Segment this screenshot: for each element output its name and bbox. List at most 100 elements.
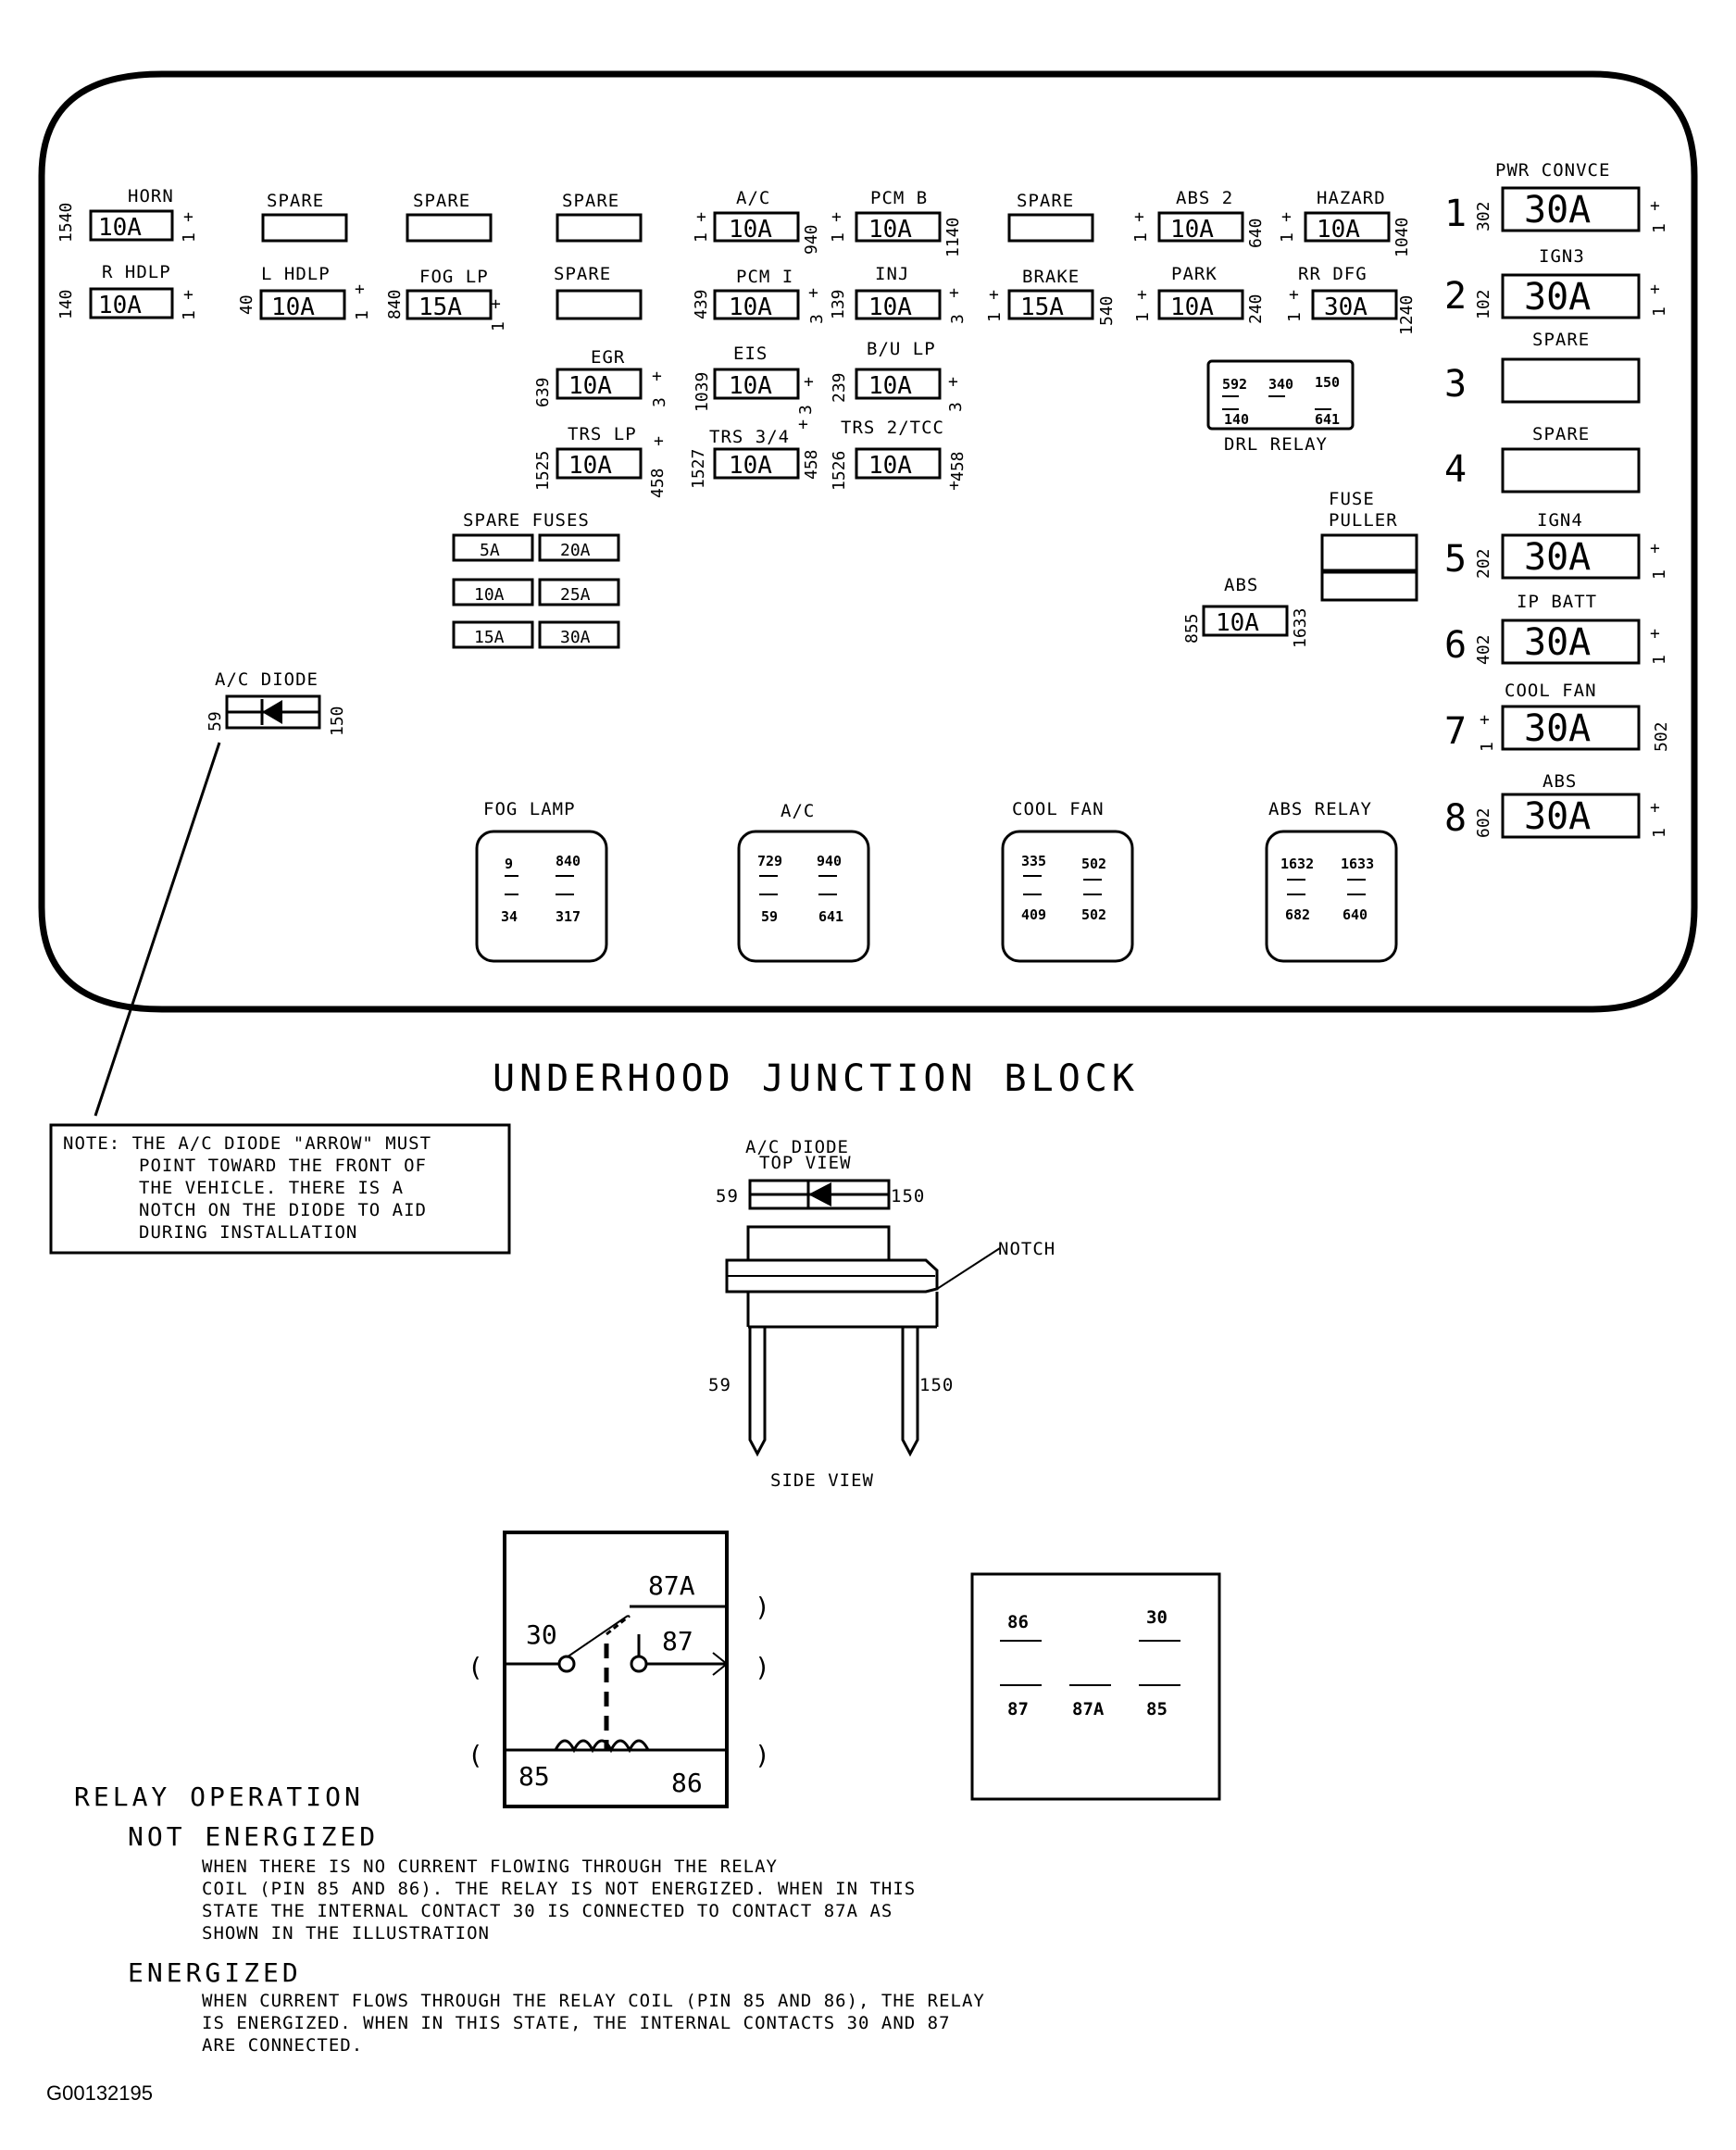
- svg-text:4: 4: [1444, 448, 1467, 491]
- svg-text:+: +: [1650, 539, 1660, 558]
- block-title: UNDERHOOD JUNCTION BLOCK: [493, 1057, 1139, 1100]
- svg-text:140: 140: [56, 289, 76, 319]
- svg-text:30A: 30A: [1524, 276, 1591, 319]
- svg-text:15A: 15A: [418, 294, 462, 321]
- fuse-ac: A/C 10A + 1 940: [692, 188, 821, 255]
- svg-text:TRS 2/TCC: TRS 2/TCC: [841, 418, 944, 438]
- svg-text:1140: 1140: [943, 218, 963, 257]
- fuse-puller: FUSE PULLER: [1320, 489, 1418, 602]
- svg-text:+: +: [1480, 710, 1490, 730]
- svg-text:10A: 10A: [868, 216, 912, 244]
- svg-text:85: 85: [518, 1761, 550, 1792]
- svg-text:COIL (PIN 85 AND 86). THE RELA: COIL (PIN 85 AND 86). THE RELAY IS NOT E…: [202, 1879, 916, 1899]
- svg-text:409: 409: [1021, 906, 1046, 923]
- svg-text:1: 1: [489, 321, 508, 331]
- svg-text:INJ: INJ: [875, 264, 909, 284]
- svg-text:EIS: EIS: [733, 344, 768, 364]
- svg-text:10A: 10A: [98, 292, 142, 319]
- svg-text:30: 30: [1146, 1607, 1168, 1628]
- svg-text:15A: 15A: [474, 628, 505, 647]
- svg-text:L HDLP: L HDLP: [261, 264, 331, 284]
- svg-text:1: 1: [692, 232, 711, 243]
- svg-text:POINT TOWARD THE FRONT OF: POINT TOWARD THE FRONT OF: [139, 1156, 427, 1176]
- svg-text:30A: 30A: [1524, 621, 1591, 664]
- svg-text:7: 7: [1444, 710, 1467, 753]
- svg-text:10A: 10A: [568, 372, 612, 400]
- svg-text:SPARE: SPARE: [562, 191, 619, 211]
- svg-text:940: 940: [817, 853, 842, 869]
- svg-text:ABS 2: ABS 2: [1176, 188, 1233, 208]
- svg-text:+: +: [989, 285, 999, 305]
- svg-text:59: 59: [206, 711, 225, 731]
- fuse-spare-2: SPARE: [406, 191, 493, 243]
- svg-text:639: 639: [533, 377, 553, 407]
- fuse-horn: HORN 10A 1540 + 1: [56, 186, 199, 243]
- svg-text:THE VEHICLE. THERE IS A: THE VEHICLE. THERE IS A: [139, 1178, 404, 1198]
- svg-text:302: 302: [1474, 201, 1493, 231]
- relay-pinout: 86 30 87 87A 85: [970, 1572, 1221, 1801]
- svg-text:202: 202: [1474, 548, 1493, 579]
- svg-text:A/C DIODE: A/C DIODE: [745, 1137, 849, 1157]
- svg-text:1: 1: [829, 232, 848, 243]
- svg-text:30A: 30A: [1524, 707, 1591, 750]
- svg-text:1: 1: [353, 310, 372, 320]
- svg-text:10A: 10A: [729, 372, 772, 400]
- fuse-abs: ABS 10A 855 1633: [1182, 575, 1310, 648]
- svg-text:NOT ENERGIZED: NOT ENERGIZED: [128, 1821, 379, 1852]
- svg-text:R HDLP: R HDLP: [102, 262, 171, 282]
- svg-text:1039: 1039: [693, 372, 712, 412]
- svg-text:2: 2: [1444, 275, 1467, 318]
- svg-text:855: 855: [1182, 613, 1202, 644]
- fuse-pcm-i: PCM I 10A 439 + 3: [692, 267, 827, 324]
- maxi-fuse-5: IGN4 5 202 30A + 1: [1444, 510, 1669, 581]
- svg-text:PCM B: PCM B: [870, 188, 928, 208]
- svg-text:1: 1: [1650, 223, 1669, 233]
- svg-text:139: 139: [829, 289, 848, 319]
- svg-text:A/C DIODE: A/C DIODE: [215, 669, 318, 690]
- svg-text:10A: 10A: [1170, 294, 1214, 321]
- figure-id: G00132195: [46, 2081, 153, 2105]
- svg-text:3: 3: [946, 402, 966, 412]
- svg-text:ARE CONNECTED.: ARE CONNECTED.: [202, 2035, 363, 2056]
- svg-text:10A: 10A: [568, 452, 612, 480]
- svg-text:1: 1: [1650, 306, 1669, 317]
- relay-fog-lamp: FOG LAMP 9 840 34 317: [475, 799, 608, 963]
- maxi-fuse-1: PWR CONVCE 1 302 30A + 1: [1444, 160, 1669, 235]
- svg-text:TRS LP: TRS LP: [568, 424, 637, 444]
- svg-text:ABS: ABS: [1224, 575, 1258, 595]
- svg-text:3: 3: [650, 397, 669, 407]
- svg-text:+: +: [831, 207, 842, 227]
- fuse-pcm-b: PCM B 10A + 1 1140: [829, 188, 963, 257]
- svg-text:30A: 30A: [1524, 536, 1591, 579]
- fuse-trs-lp: TRS LP 10A 1525 458 +: [533, 424, 668, 498]
- svg-text:402: 402: [1474, 634, 1493, 665]
- diode-arrow-icon: [262, 700, 282, 724]
- svg-text:PWR CONVCE: PWR CONVCE: [1495, 160, 1610, 181]
- fuse-l-hdlp: L HDLP 10A 40 + 1: [237, 264, 372, 321]
- svg-text:59: 59: [716, 1186, 739, 1206]
- fuse-rr-dfg: RR DFG 30A + 1 1240: [1285, 264, 1417, 335]
- fuse-spare-4: SPARE: [1007, 191, 1094, 243]
- svg-text:HORN: HORN: [128, 186, 174, 206]
- svg-text:502: 502: [1652, 721, 1671, 752]
- svg-text:+: +: [808, 283, 818, 303]
- maxi-fuse-2: IGN3 2 102 30A + 1: [1444, 246, 1669, 319]
- svg-text:SPARE: SPARE: [413, 191, 470, 211]
- svg-text:+: +: [654, 431, 664, 451]
- svg-text:ABS: ABS: [1542, 771, 1577, 792]
- svg-text:1240: 1240: [1397, 295, 1417, 335]
- ac-diode: A/C DIODE 59 150: [94, 669, 347, 1117]
- svg-text:641: 641: [818, 908, 843, 925]
- svg-text:86: 86: [1007, 1612, 1029, 1632]
- svg-text:NOTCH: NOTCH: [998, 1239, 1055, 1259]
- svg-text:317: 317: [556, 908, 581, 925]
- fuse-park: PARK 10A + 1 240: [1133, 264, 1266, 324]
- svg-text:340: 340: [1268, 376, 1293, 393]
- svg-text:1: 1: [1285, 312, 1305, 322]
- svg-text:3: 3: [948, 314, 968, 324]
- svg-text:+: +: [183, 207, 194, 227]
- maxi-fuse-3: SPARE 3: [1444, 330, 1641, 406]
- svg-text:140: 140: [1224, 411, 1249, 428]
- svg-text:85: 85: [1146, 1699, 1168, 1719]
